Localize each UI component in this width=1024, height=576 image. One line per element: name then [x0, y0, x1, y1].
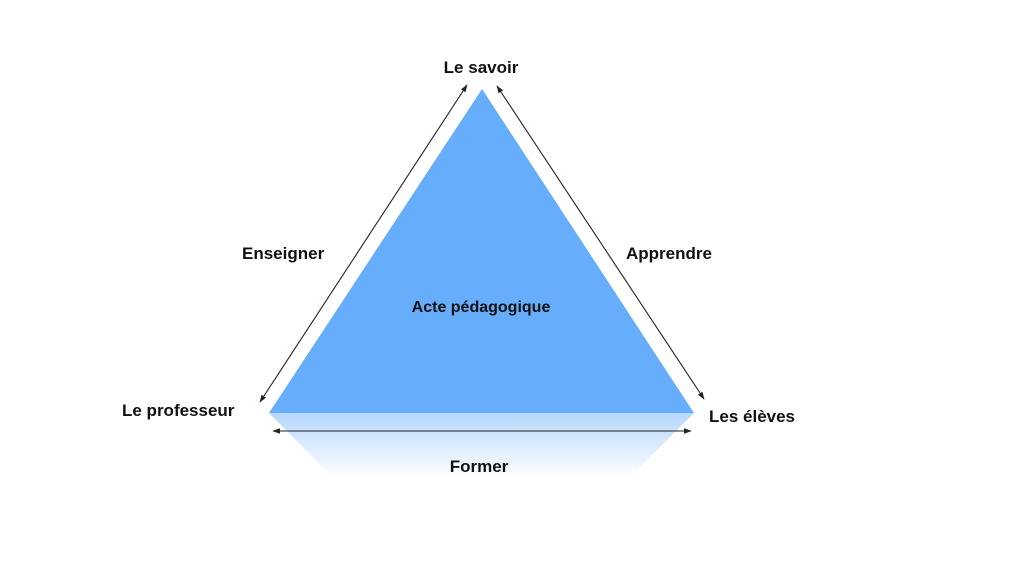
vertex-label-le-professeur: Le professeur [122, 401, 235, 420]
edge-label-apprendre: Apprendre [626, 244, 712, 263]
arrow-enseigner [259, 84, 468, 403]
center-label-acte-pedagogique: Acte pédagogique [411, 299, 551, 316]
edge-label-enseigner: Enseigner [242, 244, 325, 263]
vertex-label-les-eleves: Les élèves [709, 407, 796, 426]
arrow-apprendre [496, 85, 705, 400]
vertex-label-le-savoir: Le savoir [443, 58, 519, 77]
edge-label-former: Former [449, 457, 509, 476]
